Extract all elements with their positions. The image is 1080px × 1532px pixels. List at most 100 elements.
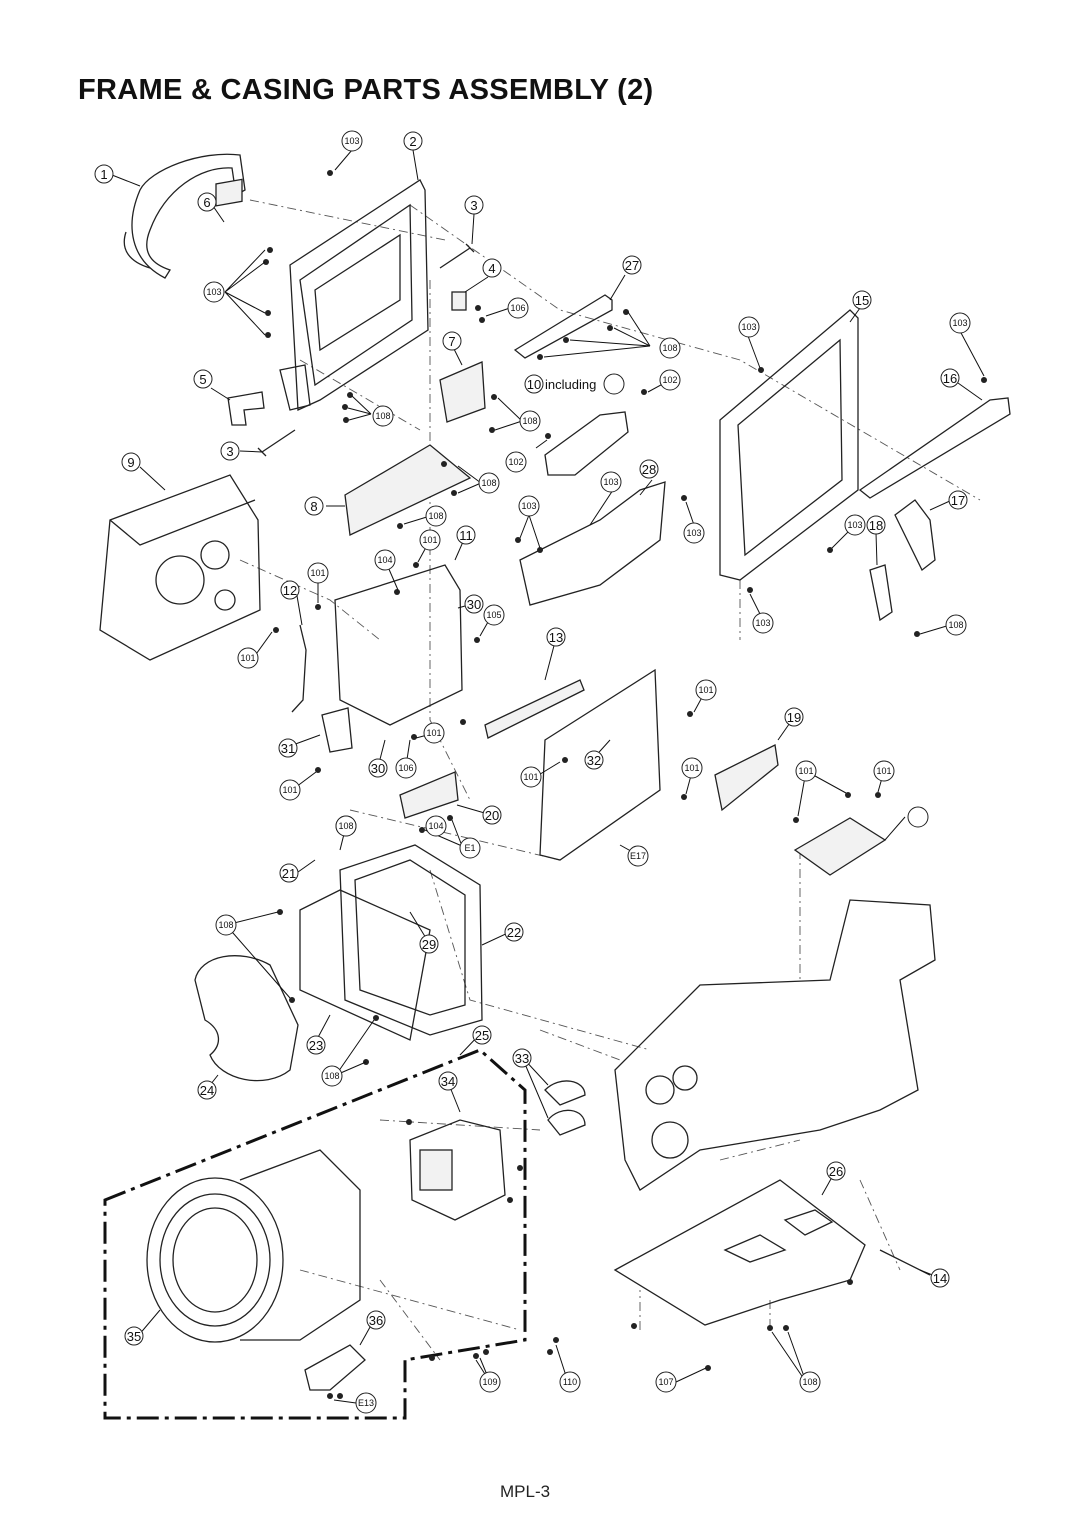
circuit-board-8 — [344, 444, 472, 536]
callout-104-a: 104 — [374, 549, 396, 571]
callout-20: 20 — [482, 805, 502, 825]
svg-text:101: 101 — [282, 785, 297, 795]
callout-108-b: 108 — [372, 405, 394, 427]
svg-text:33: 33 — [515, 1051, 529, 1066]
image-sensor-block — [409, 1119, 506, 1221]
svg-text:30: 30 — [467, 597, 481, 612]
callout-106-a: 107 — [655, 1371, 677, 1393]
svg-text:17: 17 — [951, 493, 965, 508]
svg-text:36: 36 — [369, 1313, 383, 1328]
svg-text:104: 104 — [377, 555, 392, 565]
callout-103-f: 103 — [518, 495, 540, 517]
callout-12: 12 — [280, 580, 300, 600]
callout-108-a: 108 — [659, 337, 681, 359]
svg-text:108: 108 — [428, 511, 443, 521]
main-body-frame — [614, 899, 936, 1191]
lens-module-boundary — [103, 1048, 527, 1420]
main-circuit-assembly — [334, 564, 463, 726]
svg-text:101: 101 — [698, 685, 713, 695]
svg-text:3: 3 — [470, 198, 477, 213]
side-frame — [279, 179, 429, 411]
callout-1: 1 — [94, 164, 114, 184]
svg-text:103: 103 — [952, 318, 967, 328]
svg-text:103: 103 — [847, 520, 862, 530]
callout-101-b: 101 — [307, 562, 329, 584]
shaft-pin-top — [439, 243, 475, 269]
callout-22: 22 — [504, 922, 524, 942]
svg-text:15: 15 — [855, 293, 869, 308]
callout-102-a: 102 — [659, 369, 681, 391]
callout-101-h: 101 — [279, 779, 301, 801]
svg-text:18: 18 — [869, 518, 883, 533]
svg-text:103: 103 — [686, 528, 701, 538]
svg-text:11: 11 — [459, 528, 473, 543]
svg-text:1: 1 — [100, 167, 107, 182]
callout-4: 4 — [482, 258, 502, 278]
svg-text:6: 6 — [203, 195, 210, 210]
callout-108-c: 108 — [519, 410, 541, 432]
part-20 — [399, 771, 459, 819]
svg-text:108: 108 — [324, 1071, 339, 1081]
svg-text:108: 108 — [802, 1377, 817, 1387]
grip-unit — [544, 411, 629, 476]
callout-101-i: 101 — [795, 760, 817, 782]
callout-21: 21 — [279, 863, 299, 883]
callout-16: 16 — [940, 368, 960, 388]
svg-text:108: 108 — [218, 920, 233, 930]
lens-cap — [194, 955, 299, 1082]
svg-text:110: 110 — [563, 1377, 577, 1387]
callout-104-c: 106 — [395, 757, 417, 779]
circuit-board-e1 — [539, 668, 661, 861]
callout-14: 14 — [930, 1268, 950, 1288]
bracket-17 — [894, 499, 936, 571]
leader-lines — [111, 149, 985, 1404]
callout-27: 27 — [622, 255, 642, 275]
callout-e1: E17 — [627, 845, 649, 867]
svg-text:21: 21 — [282, 866, 296, 881]
callout-101-e: 101 — [423, 722, 445, 744]
svg-text:25: 25 — [475, 1028, 489, 1043]
hand-strap — [123, 153, 246, 279]
callout-8: 8 — [304, 496, 324, 516]
svg-text:101: 101 — [422, 535, 437, 545]
callout-103-g: 103 — [683, 522, 705, 544]
small-bracket — [451, 291, 467, 311]
svg-text:109: 109 — [482, 1377, 497, 1387]
motor-36 — [304, 1344, 366, 1391]
callout-10-note: including — [545, 377, 596, 392]
grip-cover — [519, 481, 666, 606]
svg-text:7: 7 — [448, 334, 455, 349]
svg-text:8: 8 — [310, 499, 317, 514]
svg-text:20: 20 — [485, 808, 499, 823]
callout-103-h: 103 — [844, 514, 866, 536]
svg-text:108: 108 — [481, 478, 496, 488]
svg-text:2: 2 — [409, 134, 416, 149]
callout-18: 18 — [866, 515, 886, 535]
callout-107: 108 — [335, 815, 357, 837]
svg-text:108: 108 — [948, 620, 963, 630]
callout-101-d: 101 — [695, 679, 717, 701]
circuit-board-e13 — [793, 817, 887, 876]
svg-text:103: 103 — [521, 501, 536, 511]
svg-text:34: 34 — [441, 1074, 455, 1089]
callout-11: 11 — [456, 525, 476, 545]
svg-text:32: 32 — [587, 753, 601, 768]
callout-102-b: 102 — [505, 451, 527, 473]
svg-text:22: 22 — [507, 925, 521, 940]
callout-105: 106 — [507, 297, 529, 319]
callout-e17 — [603, 373, 625, 395]
callout-6: 6 — [197, 192, 217, 212]
callout-24: 24 — [197, 1080, 217, 1100]
svg-text:108: 108 — [375, 411, 390, 421]
svg-text:104: 104 — [428, 821, 443, 831]
svg-text:9: 9 — [127, 455, 134, 470]
tape-mechanism — [99, 474, 261, 661]
svg-text:106: 106 — [398, 763, 413, 773]
callout-32: 32 — [584, 750, 604, 770]
callout-23: 23 — [306, 1035, 326, 1055]
svg-text:101: 101 — [798, 766, 813, 776]
callout-29: 29 — [419, 934, 439, 954]
rear-frame — [719, 309, 859, 581]
svg-text:103: 103 — [755, 618, 770, 628]
